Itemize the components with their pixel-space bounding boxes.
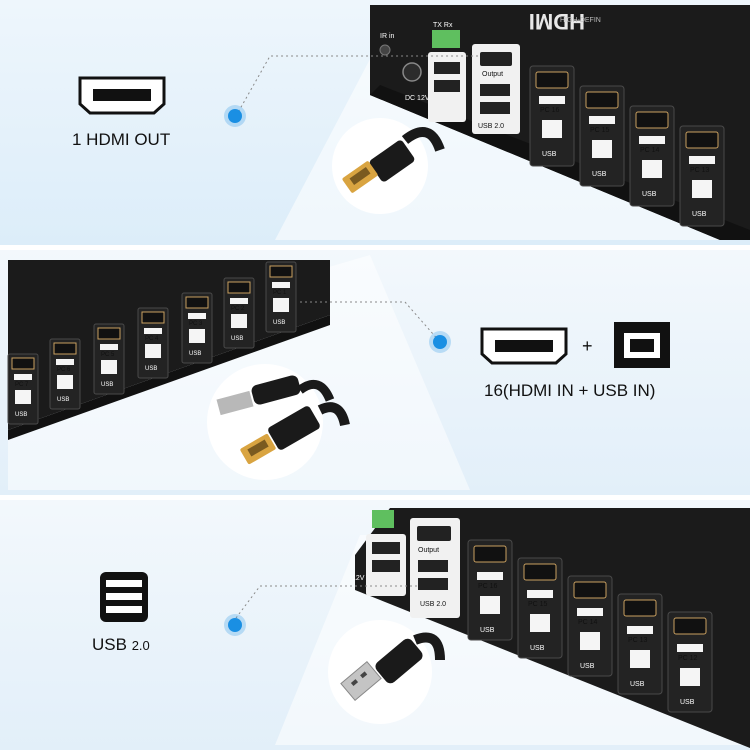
port-module-pc4: PC 4 USB (137, 307, 169, 379)
panel2-graphic: PC 1 USB PC 2 USB PC 3 USB PC 4 USB (7, 255, 670, 490)
usb-b-port-icon (614, 322, 670, 368)
svg-text:PC 14: PC 14 (578, 619, 598, 626)
hdmi-output-port (480, 52, 512, 66)
svg-text:PC 1: PC 1 (273, 290, 287, 296)
svg-text:USB 2.0: USB 2.0 (478, 123, 504, 130)
hdmi-cable-icon (240, 402, 350, 465)
svg-text:PC 12: PC 12 (678, 655, 698, 662)
svg-text:HIGH-DEFIN: HIGH-DEFIN (560, 17, 601, 24)
svg-text:PC 13: PC 13 (628, 637, 648, 644)
svg-text:USB: USB (145, 366, 157, 372)
port-module-pc14: PC 14 USB (629, 105, 675, 207)
svg-text:USB 2.0: USB 2.0 (420, 601, 446, 608)
terminal-block (372, 510, 394, 528)
usb20-label: USB 2.0 (92, 635, 150, 654)
svg-text:PC 16: PC 16 (478, 583, 498, 590)
panel1-graphic: HDMI HIGH-DEFIN IR in DC 12V TX Rx Outpu… (78, 5, 750, 240)
port-module-pc16: PC 16 USB (529, 65, 575, 167)
port-module-pc16: PC 16 USB (467, 539, 513, 641)
svg-text:DC 12V: DC 12V (405, 95, 430, 102)
svg-text:USB: USB (630, 681, 645, 688)
hdmi-port-icon (78, 76, 166, 115)
ir-jack (379, 44, 391, 56)
svg-text:USB: USB (189, 351, 201, 357)
callout-dot (228, 109, 242, 123)
port-module-pc6: PC 6 USB (49, 338, 81, 410)
port-module-pc12: PC 12 USB (667, 611, 713, 713)
port-module-pc7: PC 7 USB (7, 353, 39, 425)
port-module-pc3: PC 3 USB (181, 292, 213, 364)
svg-text:IR in: IR in (380, 33, 395, 40)
svg-text:PC 5: PC 5 (101, 352, 115, 358)
callout-dot (433, 335, 447, 349)
svg-text:USB: USB (273, 320, 285, 326)
svg-text:PC 16: PC 16 (540, 107, 560, 114)
port-module-pc2: PC 2 USB (223, 277, 255, 349)
leader-line (300, 301, 441, 343)
svg-text:USB: USB (231, 336, 243, 342)
svg-text:USB: USB (680, 699, 695, 706)
svg-text:PC 6: PC 6 (57, 367, 71, 373)
hdmi-output-port (417, 526, 451, 541)
port-module-pc15: PC 15 USB (579, 85, 625, 187)
svg-text:PC 3: PC 3 (189, 321, 203, 327)
svg-text:12V: 12V (352, 575, 365, 582)
panel-hdmi-out: HDMI HIGH-DEFIN IR in DC 12V TX Rx Outpu… (0, 0, 750, 245)
svg-text:PC 15: PC 15 (590, 127, 610, 134)
svg-text:PC 2: PC 2 (231, 306, 245, 312)
svg-text:USB: USB (692, 211, 707, 218)
hdmi-cable-icon (342, 127, 445, 193)
panel-hdmi-usb-in: PC 1 USB PC 2 USB PC 3 USB PC 4 USB (0, 250, 750, 495)
svg-text:USB: USB (542, 151, 557, 158)
hdmi-out-label: 1 HDMI OUT (72, 130, 171, 149)
leader-line (235, 585, 420, 619)
port-module-pc15: PC 15 USB (517, 557, 563, 659)
svg-text:USB: USB (15, 412, 27, 418)
panel3-graphic: 12V Output USB 2.0 PC 16 USB PC 15 USB (100, 508, 750, 748)
svg-text:TX Rx: TX Rx (433, 22, 453, 29)
svg-text:Output: Output (482, 71, 503, 78)
plus-sign: + (582, 336, 593, 356)
svg-text:PC 13: PC 13 (690, 167, 710, 174)
dc-jack (402, 62, 422, 82)
usb-a-cable-icon (340, 632, 445, 702)
port-module-pc1: PC 1 USB (265, 261, 297, 333)
brand-logo: HDMI (529, 9, 585, 34)
svg-text:USB: USB (57, 397, 69, 403)
svg-text:Output: Output (418, 547, 439, 554)
hdmi-port-icon (480, 327, 568, 365)
svg-text:USB: USB (530, 645, 545, 652)
svg-text:USB: USB (480, 627, 495, 634)
port-module-pc14: PC 14 USB (567, 575, 613, 677)
usb-b-cable-icon (216, 375, 335, 416)
hdmi-usb-in-label: 16(HDMI IN + USB IN) (484, 381, 656, 400)
svg-text:USB: USB (592, 171, 607, 178)
callout-dot (228, 618, 242, 632)
svg-text:USB: USB (580, 663, 595, 670)
port-module-pc13: PC 13 USB (679, 125, 725, 227)
svg-text:USB: USB (642, 191, 657, 198)
terminal-block (432, 30, 460, 48)
svg-text:PC 7: PC 7 (15, 382, 29, 388)
port-module-pc13: PC 13 USB (617, 593, 663, 695)
svg-text:USB: USB (101, 382, 113, 388)
usb-a-stack-icon (100, 572, 148, 622)
panel-usb20: 12V Output USB 2.0 PC 16 USB PC 15 USB (0, 500, 750, 750)
svg-text:PC 15: PC 15 (528, 601, 548, 608)
svg-text:PC 4: PC 4 (145, 336, 159, 342)
svg-text:PC 14: PC 14 (640, 147, 660, 154)
port-module-pc5: PC 5 USB (93, 323, 125, 395)
